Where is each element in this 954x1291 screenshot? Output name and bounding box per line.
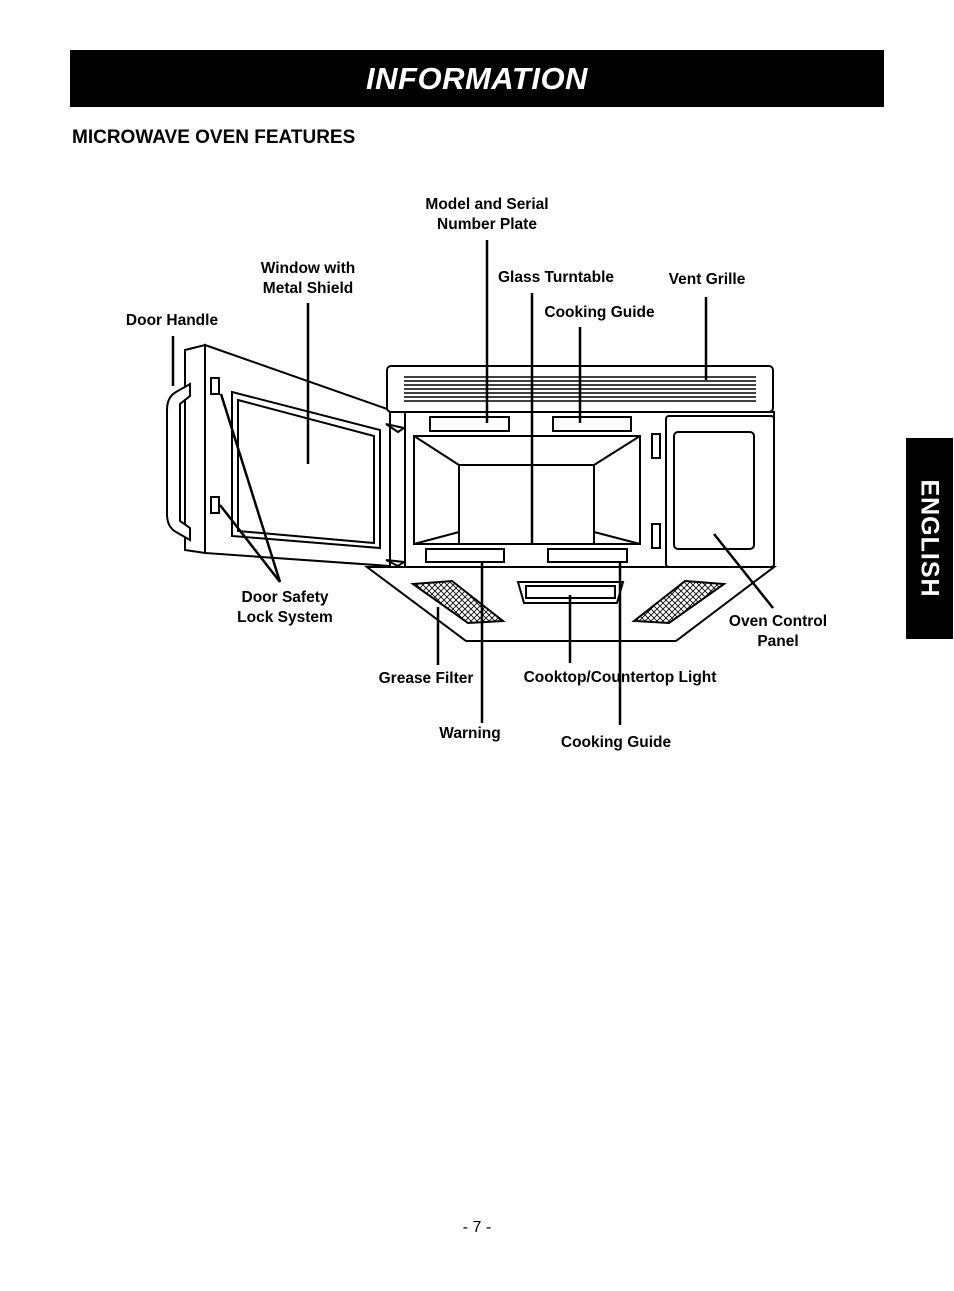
label-grease-filter: Grease Filter (378, 670, 474, 687)
door-handle (166, 382, 191, 542)
label-vent-grille: Vent Grille (668, 271, 746, 288)
header-banner: INFORMATION (70, 50, 884, 107)
label-glass-turntable: Glass Turntable (498, 269, 614, 286)
door (184, 343, 407, 568)
label-cooking-guide-bottom: Cooking Guide (560, 734, 672, 751)
label-warning: Warning (439, 725, 501, 742)
label-window-metal-shield: Window with Metal Shield (260, 260, 356, 297)
page-number: - 7 - (462, 1219, 492, 1236)
label-cooktop-light: Cooktop/Countertop Light (523, 669, 717, 686)
language-tab: ENGLISH (906, 438, 953, 639)
label-model-serial-plate: Model and Serial Number Plate (425, 196, 549, 233)
label-cooking-guide-top: Cooking Guide (544, 304, 655, 321)
section-title: MICROWAVE OVEN FEATURES (72, 127, 356, 148)
leader-lines (171, 240, 774, 725)
grease-filter-left (410, 579, 506, 625)
label-door-safety-lock: Door Safety Lock System (237, 589, 333, 626)
label-oven-control-panel: Oven Control Panel (728, 613, 828, 650)
page-title: INFORMATION (366, 60, 588, 96)
grease-filter-right (631, 579, 727, 625)
label-door-handle: Door Handle (125, 312, 219, 329)
